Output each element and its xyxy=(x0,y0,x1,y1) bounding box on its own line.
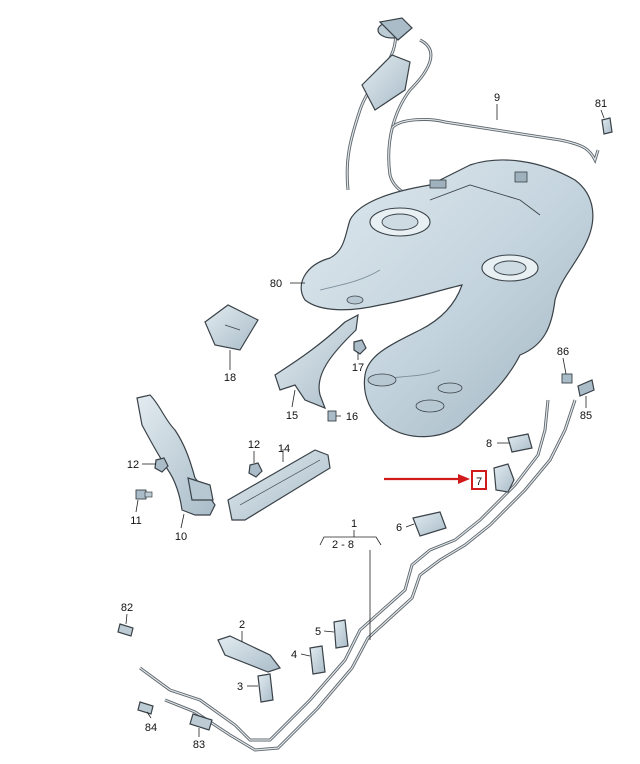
label-10: 10 xyxy=(175,531,187,543)
part-83-sleeve xyxy=(189,713,213,731)
part-18-cover xyxy=(204,304,259,351)
label-6: 6 xyxy=(396,522,402,534)
label-12-right: 12 xyxy=(248,439,260,451)
label-2: 2 xyxy=(239,619,245,631)
label-83: 83 xyxy=(193,739,205,751)
label-18: 18 xyxy=(224,372,236,384)
part-11-bolt xyxy=(135,489,153,500)
label-17: 17 xyxy=(352,362,364,374)
label-11: 11 xyxy=(130,515,141,527)
label-86: 86 xyxy=(557,346,569,358)
label-12-left: 12 xyxy=(127,459,139,471)
part-82-sleeve xyxy=(117,623,134,637)
label-5: 5 xyxy=(315,626,321,638)
label-81: 81 xyxy=(595,98,607,110)
label-15: 15 xyxy=(286,410,298,422)
label-84: 84 xyxy=(145,722,157,734)
label-85: 85 xyxy=(580,410,592,422)
part-12-nut-right xyxy=(248,462,263,478)
label-7-highlight-box xyxy=(471,470,487,490)
part-3-clip xyxy=(257,673,274,703)
leader-lines xyxy=(125,104,605,737)
label-4: 4 xyxy=(291,649,297,661)
part-8-clip xyxy=(507,433,533,453)
part-7-mount xyxy=(493,463,515,493)
part-4-clip xyxy=(309,645,326,675)
part-15-bracket xyxy=(274,313,359,410)
label-3: 3 xyxy=(237,681,243,693)
part-5-clip xyxy=(333,619,349,649)
part-10-heat-shield xyxy=(136,394,216,516)
label-82: 82 xyxy=(121,602,133,614)
part-6-clip xyxy=(412,511,447,537)
part-12-nut-left xyxy=(154,457,169,473)
highlight-arrow xyxy=(384,474,470,484)
part-81-sleeve xyxy=(601,117,613,135)
part-84-sleeve xyxy=(137,701,154,715)
part-16-bolt xyxy=(327,410,337,422)
label-7: 7 xyxy=(476,476,482,488)
label-14: 14 xyxy=(278,443,290,455)
part-2-bracket xyxy=(217,635,281,673)
label-16: 16 xyxy=(346,411,358,423)
fuel-tank xyxy=(300,159,594,438)
label-1-range: 2 - 8 xyxy=(332,539,354,551)
label-9: 9 xyxy=(494,92,500,104)
part-labels: 9 81 80 18 15 16 17 86 85 8 7 6 1 2 - 8 … xyxy=(121,92,607,751)
part-86-fitting xyxy=(561,373,573,384)
fuel-lines xyxy=(139,399,577,752)
part-85-fitting xyxy=(577,379,595,397)
breather-line xyxy=(390,118,600,165)
label-8: 8 xyxy=(486,438,492,450)
part-17-nut xyxy=(353,339,367,355)
part-14-cover-strip xyxy=(227,449,331,521)
label-1: 1 xyxy=(351,518,357,530)
filler-neck xyxy=(345,17,441,207)
label-80: 80 xyxy=(270,278,282,290)
